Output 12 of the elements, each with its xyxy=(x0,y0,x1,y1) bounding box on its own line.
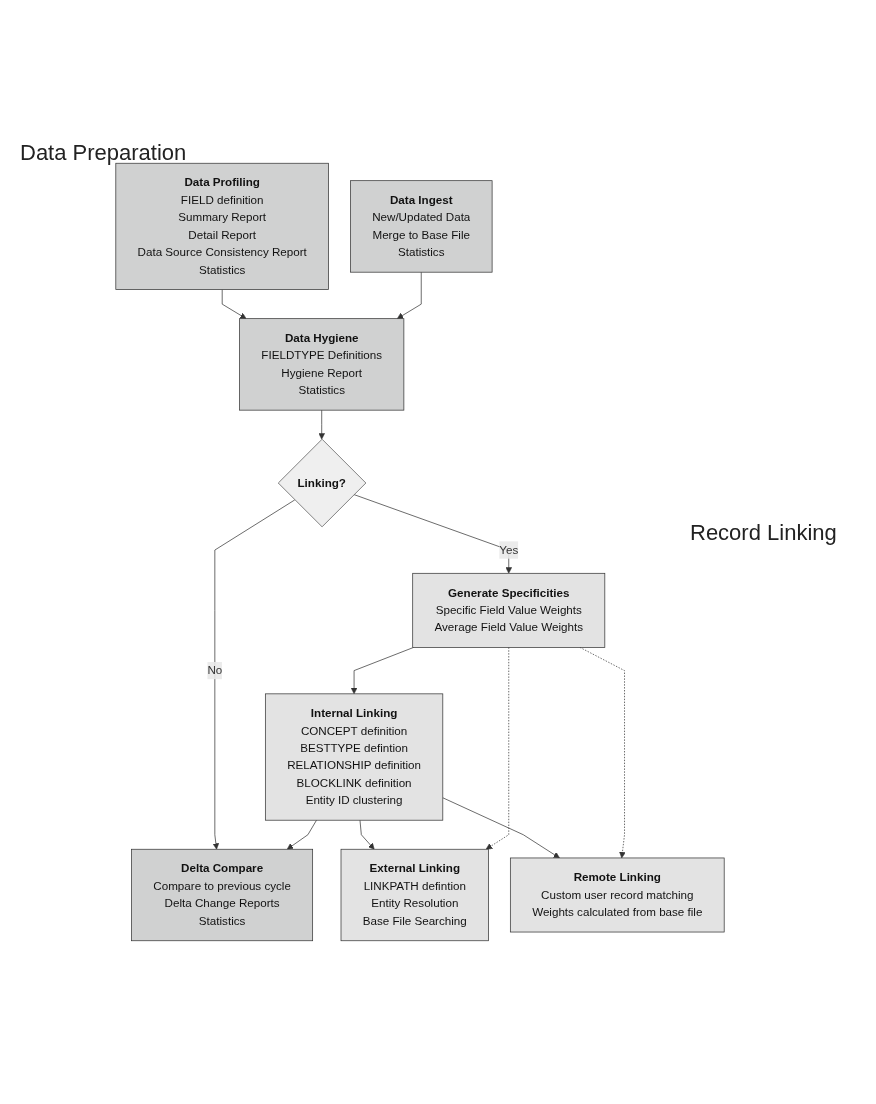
node-box: Internal Linking CONCEPT definition BESTTYPE defintion RELATIONSHIP definition BLOCKLINK definition Entity ID clustering xyxy=(264,693,444,821)
node-box: Delta Compare Compare to previous cycle Delta Change Reports Statistics xyxy=(131,848,314,942)
node-diamond: Linking? xyxy=(277,438,367,528)
section-label: Record Linking xyxy=(690,520,837,546)
node-box: Generate Specificities Specific Field Value Weights Average Field Value Weights xyxy=(412,572,606,648)
node-box: Data Profiling FIELD definition Summary Report Detail Report Data Source Consistency Report Statistics xyxy=(115,162,329,290)
edge-label: Yes xyxy=(499,543,519,556)
node-box: Data Hygiene FIELDTYPE Definitions Hygiene Report Statistics xyxy=(239,318,405,411)
edge-label: No xyxy=(207,664,223,677)
node-box: Data Ingest New/Updated Data Merge to Base File Statistics xyxy=(350,180,493,273)
node-box: Remote Linking Custom user record matching Weights calculated from base file xyxy=(509,857,725,933)
node-box: External Linking LINKPATH defintion Entity Resolution Base File Searching xyxy=(340,848,489,942)
